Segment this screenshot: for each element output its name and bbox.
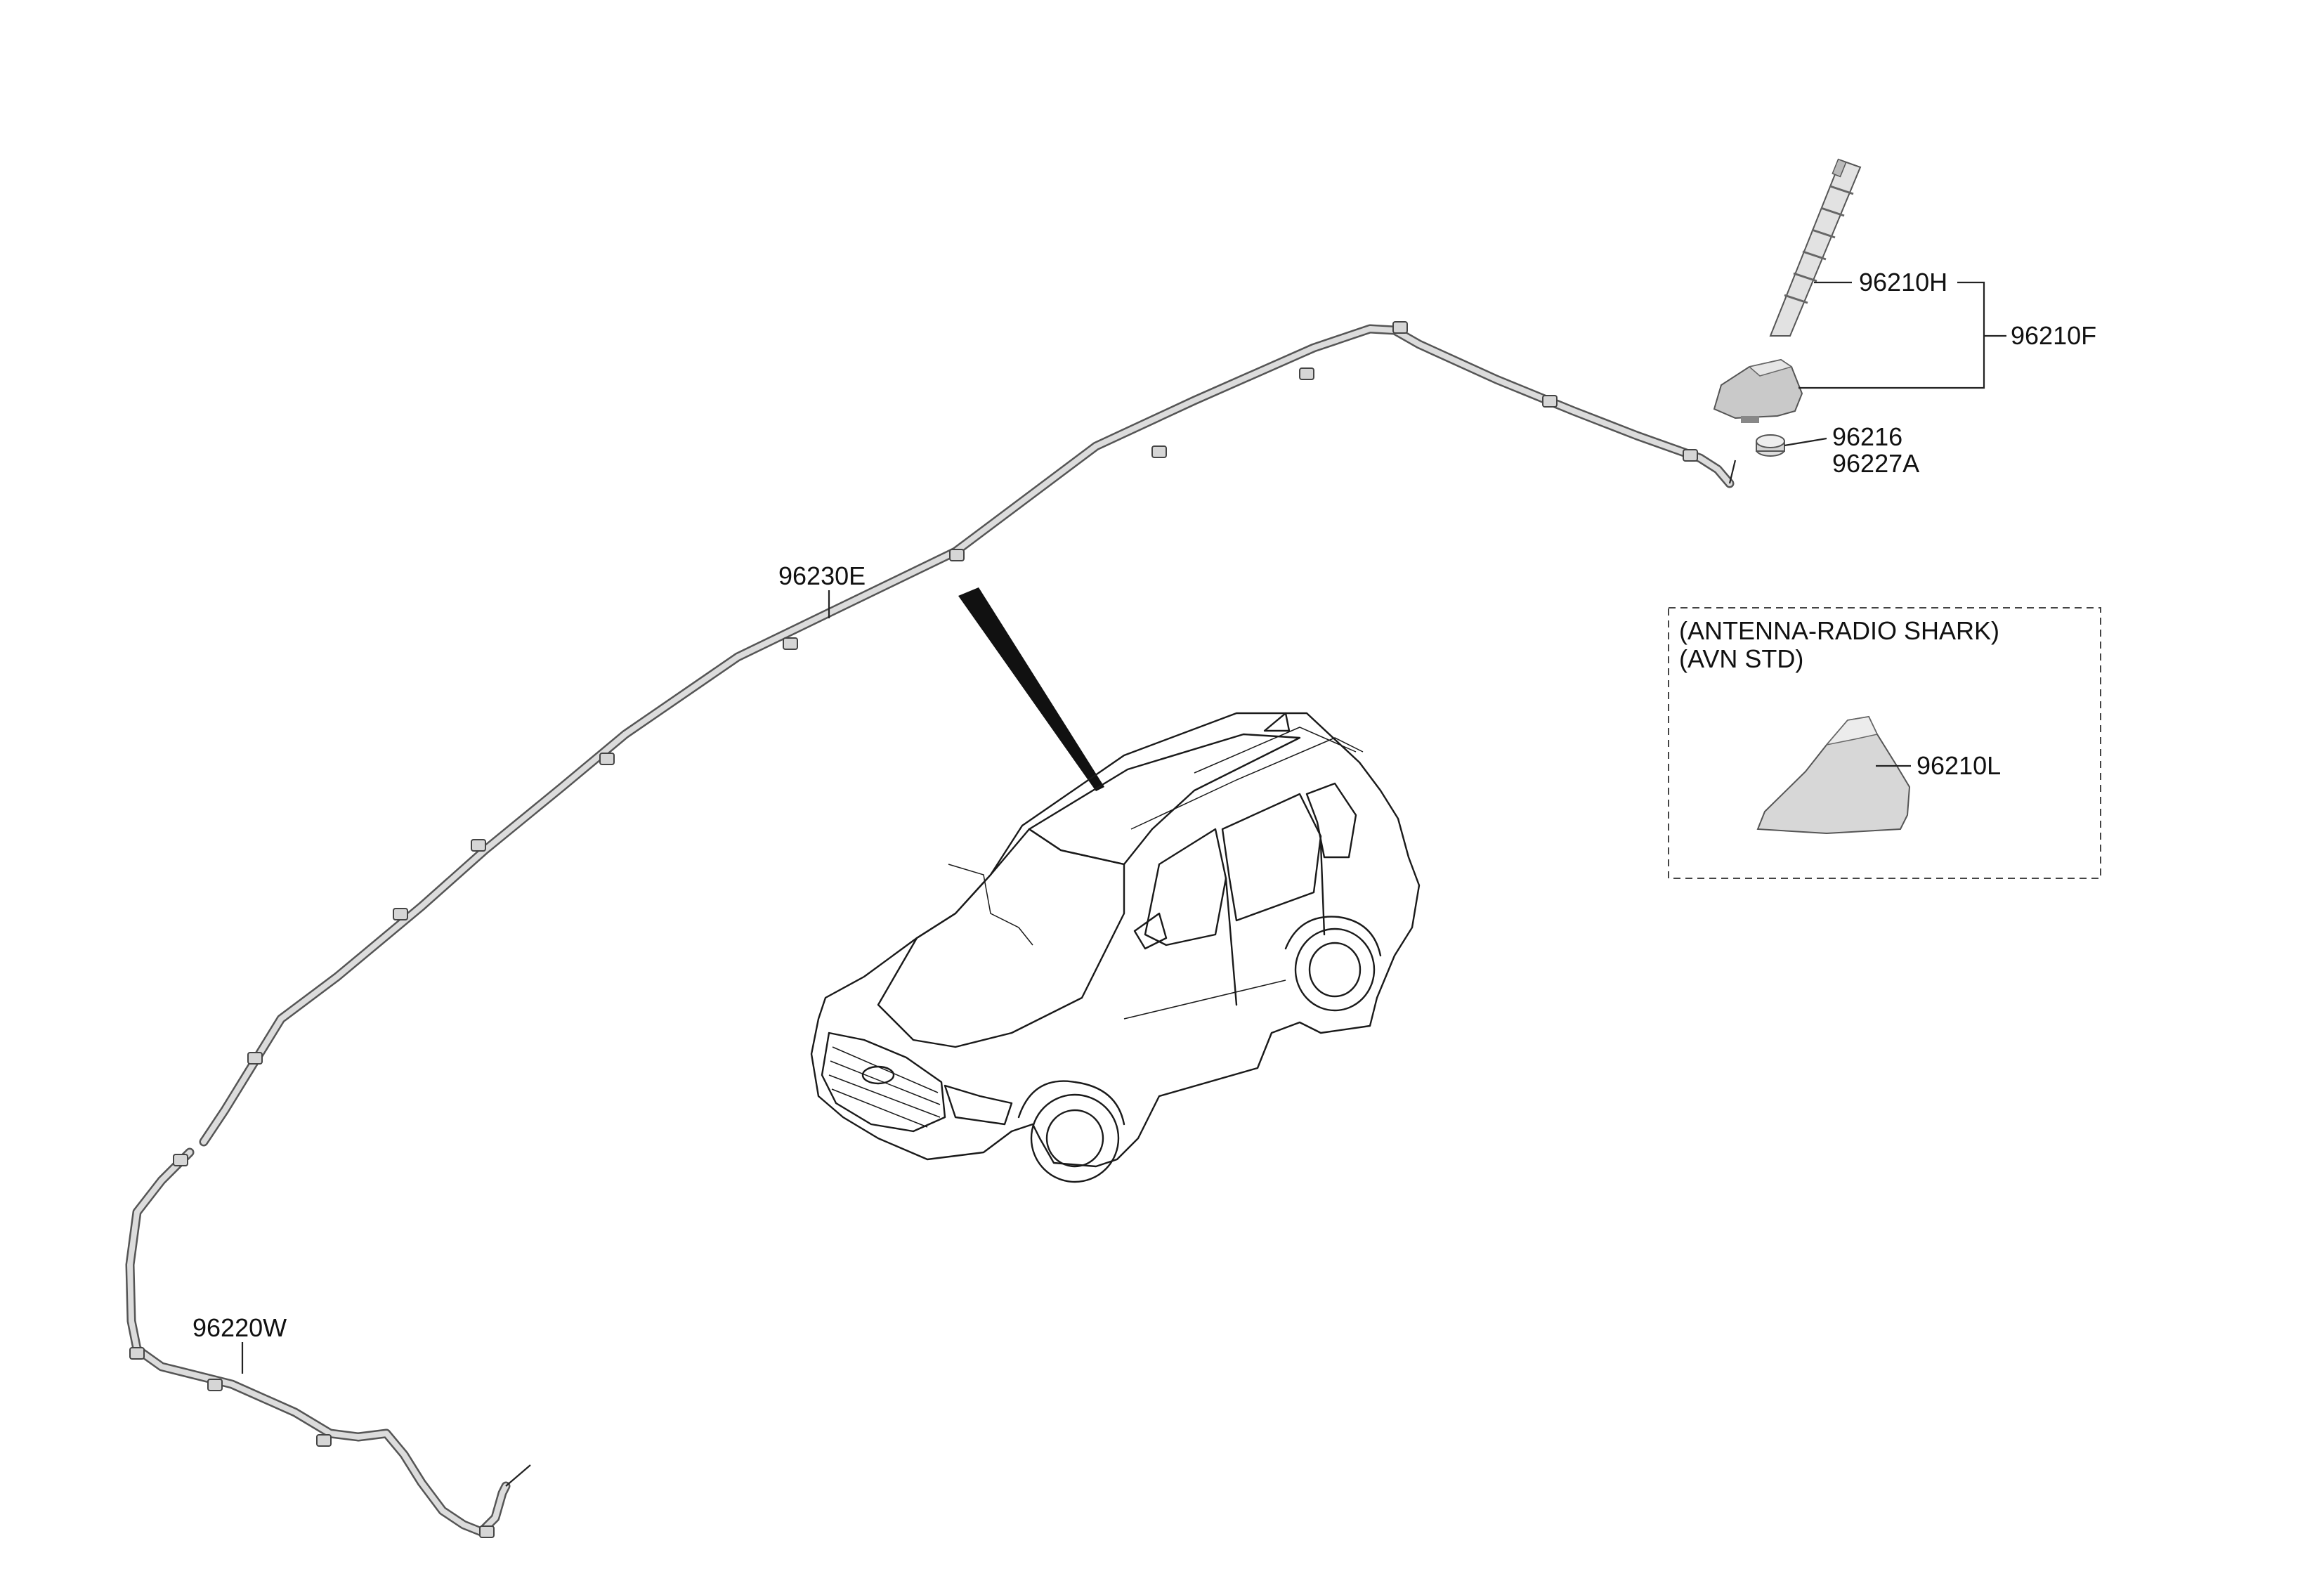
callout-96216: 96216: [1832, 422, 1902, 451]
antenna-rod: [1769, 158, 1862, 337]
antenna-base: [1713, 358, 1803, 423]
callout-96210H: 96210H: [1859, 268, 1947, 297]
cable-clips: [129, 321, 1698, 1538]
shark-antenna-option-box: [1668, 607, 2101, 879]
option-box-title: (ANTENNA-RADIO SHARK): [1679, 616, 1999, 645]
gasket-nut: [1756, 434, 1785, 457]
callout-96230E: 96230E: [778, 561, 866, 590]
callout-96210F: 96210F: [2011, 321, 2096, 350]
option-box-subtitle: (AVN STD): [1679, 644, 1803, 673]
callout-96220W: 96220W: [192, 1313, 287, 1342]
callout-96210L: 96210L: [1917, 751, 2001, 780]
vehicle-illustration: [810, 712, 1421, 1183]
callout-96227A: 96227A: [1832, 449, 1919, 478]
location-pointer: [958, 587, 1104, 791]
shark-antenna: [1756, 715, 1911, 835]
roof-antenna-assembly: [1713, 158, 2006, 457]
feeder-cable: [125, 321, 1737, 1538]
